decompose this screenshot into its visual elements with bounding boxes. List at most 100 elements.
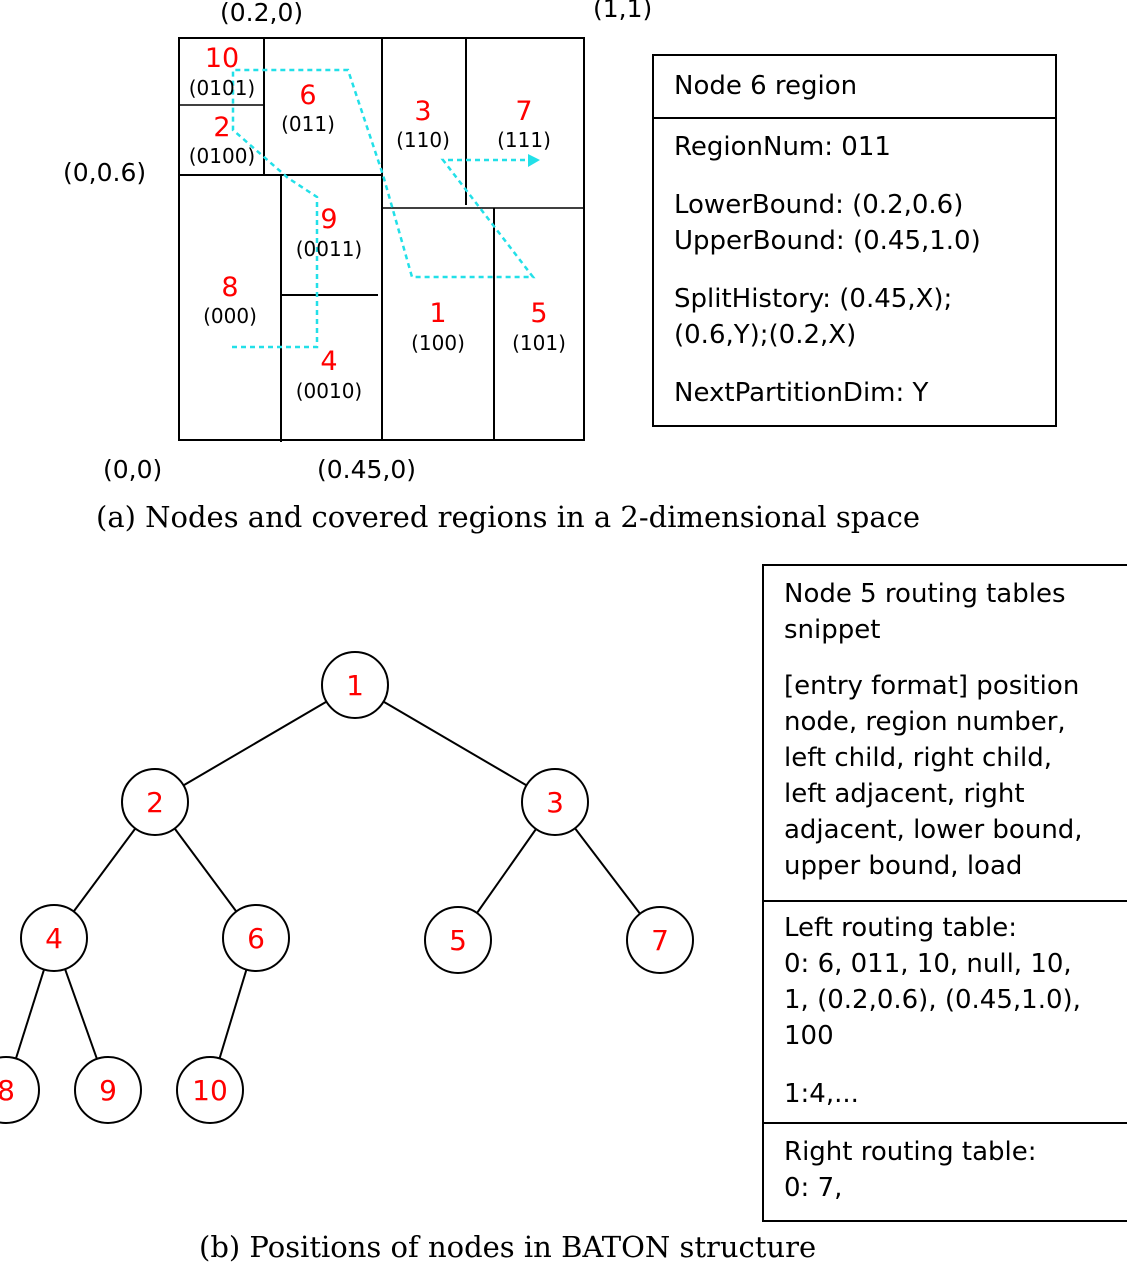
tree-node-10: 10 bbox=[176, 1056, 244, 1124]
tree-node-label: 10 bbox=[192, 1074, 228, 1107]
region-node-label: 4 bbox=[320, 346, 337, 377]
region-node-label: 8 bbox=[221, 272, 238, 303]
region-code: (000) bbox=[203, 304, 257, 328]
tree-node-5: 5 bbox=[424, 906, 492, 974]
tree-edge-4-9 bbox=[64, 968, 98, 1060]
tree-edge-2-6 bbox=[173, 827, 238, 913]
tree-node-circle bbox=[626, 906, 694, 974]
region-code: (111) bbox=[497, 128, 551, 152]
region-node-label: 5 bbox=[530, 298, 547, 329]
node5-routing-box: Node 5 routing tables snippet [entry for… bbox=[762, 564, 1127, 1222]
routing-box-title: Node 5 routing tables bbox=[784, 579, 1066, 609]
routing-box-title-cont: snippet bbox=[784, 615, 881, 645]
caption-b: (b) Positions of nodes in BATON structur… bbox=[199, 1230, 817, 1264]
region-8: 8 (000) bbox=[203, 272, 257, 328]
entry-format-line: node, region number, bbox=[784, 707, 1066, 737]
region-code: (110) bbox=[396, 128, 450, 152]
coord-label-0.45-0: (0.45,0) bbox=[317, 455, 417, 484]
routing-box-header: Node 5 routing tables snippet [entry for… bbox=[764, 566, 1127, 902]
region-7: 7 (111) bbox=[497, 96, 551, 152]
region-code: (100) bbox=[411, 331, 465, 355]
region-code: (0010) bbox=[296, 379, 363, 403]
region-code: (0011) bbox=[296, 237, 363, 261]
tree-node-label: 5 bbox=[449, 924, 467, 957]
lower-bound-field: LowerBound: (0.2,0.6) bbox=[674, 190, 964, 220]
tree-node-circle bbox=[74, 1056, 142, 1124]
tree-edge-2-4 bbox=[72, 827, 137, 913]
tree-edge-1-2 bbox=[182, 700, 328, 787]
tree-node-3: 3 bbox=[521, 768, 589, 836]
region-node-label: 10 bbox=[205, 43, 239, 74]
tree-node-circle bbox=[424, 906, 492, 974]
upper-bound-field: UpperBound: (0.45,1.0) bbox=[674, 226, 981, 256]
tree-node-label: 2 bbox=[146, 786, 164, 819]
tree-node-4: 4 bbox=[20, 904, 88, 972]
region-1: 1 (100) bbox=[411, 298, 465, 355]
tree-node-circle bbox=[222, 904, 290, 972]
tree-node-label: 9 bbox=[99, 1074, 117, 1107]
left-routing-entry-cont: 100 bbox=[784, 1021, 834, 1051]
tree-edge-4-8 bbox=[14, 969, 46, 1059]
entry-format-line: left adjacent, right bbox=[784, 779, 1025, 809]
entry-format-line: upper bound, load bbox=[784, 851, 1023, 881]
entry-format-line: [entry format] position bbox=[784, 671, 1080, 701]
split-history-field: SplitHistory: (0.45,X); bbox=[674, 284, 953, 314]
entry-format-line: left child, right child, bbox=[784, 743, 1052, 773]
node6-region-box: Node 6 region RegionNum: 011 LowerBound:… bbox=[652, 54, 1057, 427]
baton-tree: 1 2 3 4 6 5 7 8 9 10 bbox=[0, 651, 694, 1124]
tree-node-label: 6 bbox=[247, 922, 265, 955]
tree-node-circle bbox=[176, 1056, 244, 1124]
node6-box-header: Node 6 region bbox=[654, 56, 1055, 119]
tree-node-8: 8 bbox=[0, 1056, 40, 1124]
tree-edge-6-10 bbox=[218, 969, 248, 1059]
region-6: 6 (011) bbox=[281, 80, 335, 136]
right-routing-entry: 0: 7, bbox=[784, 1173, 843, 1203]
left-routing-table-title: Left routing table: bbox=[784, 913, 1017, 943]
right-routing-table: Right routing table: 0: 7, bbox=[764, 1124, 1127, 1216]
coord-label-0-0.6: (0,0.6) bbox=[63, 158, 147, 187]
next-partition-dim-field: NextPartitionDim: Y bbox=[674, 378, 929, 408]
tree-node-label: 1 bbox=[346, 669, 364, 702]
tree-node-1: 1 bbox=[321, 651, 389, 719]
left-routing-entry: 0: 6, 011, 10, null, 10, bbox=[784, 949, 1072, 979]
coord-label-1-1: (1,1) bbox=[593, 0, 653, 23]
tree-edge-3-5 bbox=[476, 828, 537, 914]
region-9: 9 (0011) bbox=[296, 204, 363, 261]
tree-node-6: 6 bbox=[222, 904, 290, 972]
region-node-label: 6 bbox=[299, 80, 316, 111]
tree-node-2: 2 bbox=[121, 768, 189, 836]
arrowhead-icon bbox=[528, 154, 540, 167]
tree-node-label: 8 bbox=[0, 1074, 15, 1107]
tree-edge-3-7 bbox=[574, 827, 641, 915]
left-routing-entry-more: 1:4,... bbox=[784, 1079, 859, 1109]
split-history-field-cont: (0.6,Y);(0.2,X) bbox=[674, 320, 857, 350]
region-node-label: 1 bbox=[429, 298, 446, 329]
tree-edge-1-3 bbox=[382, 700, 528, 787]
region-2: 2 (0100) bbox=[189, 112, 256, 168]
tree-node-circle bbox=[0, 1056, 40, 1124]
region-5: 5 (101) bbox=[512, 298, 566, 355]
tree-node-9: 9 bbox=[74, 1056, 142, 1124]
region-10: 10 (0101) bbox=[189, 43, 256, 100]
tree-node-circle bbox=[521, 768, 589, 836]
region-map: 10 (0101) 2 (0100) 6 (011) 3 (110) 7 (11… bbox=[178, 37, 585, 442]
region-node-label: 3 bbox=[414, 96, 431, 127]
tree-node-circle bbox=[321, 651, 389, 719]
region-code: (101) bbox=[512, 331, 566, 355]
region-code: (011) bbox=[281, 112, 335, 136]
traversal-path bbox=[231, 68, 536, 349]
coord-label-0-0: (0,0) bbox=[103, 455, 163, 484]
tree-node-circle bbox=[121, 768, 189, 836]
region-3: 3 (110) bbox=[396, 96, 450, 152]
entry-format-description: [entry format] position node, region num… bbox=[784, 668, 1122, 884]
caption-a: (a) Nodes and covered regions in a 2-dim… bbox=[96, 500, 921, 534]
tree-node-circle bbox=[20, 904, 88, 972]
region-node-label: 9 bbox=[320, 204, 337, 235]
region-node-label: 2 bbox=[213, 112, 230, 143]
entry-format-line: adjacent, lower bound, bbox=[784, 815, 1083, 845]
left-routing-entry-cont: 1, (0.2,0.6), (0.45,1.0), bbox=[784, 985, 1081, 1015]
region-4: 4 (0010) bbox=[296, 346, 363, 403]
node6-box-body: RegionNum: 011 LowerBound: (0.2,0.6) Upp… bbox=[654, 119, 1055, 421]
tree-node-label: 4 bbox=[45, 922, 63, 955]
tree-node-7: 7 bbox=[626, 906, 694, 974]
